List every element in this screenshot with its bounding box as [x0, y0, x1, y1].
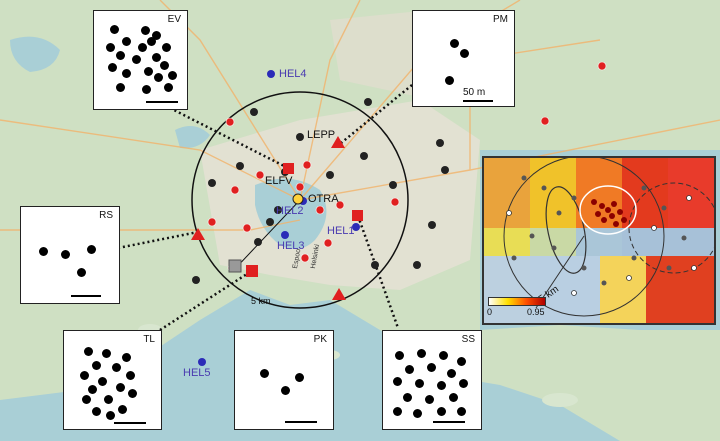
inset-tl: TL [63, 330, 162, 430]
radius-circle [191, 91, 409, 309]
inset-ss: SS [382, 330, 482, 430]
label-hel1: HEL1 [327, 225, 355, 237]
label-elfv: ELFV [265, 175, 293, 187]
heatmap-contour [545, 186, 587, 274]
label-hel4: HEL4 [279, 68, 307, 80]
heatmap-circle [503, 158, 665, 317]
inset-pm-scale-label: 50 m [463, 87, 486, 98]
lake [10, 36, 60, 72]
inset-ev-label: EV [167, 14, 181, 25]
site-triangle-pk [332, 288, 346, 300]
heatmap-overlay [503, 158, 714, 317]
leader-lines [117, 84, 413, 332]
inset-ss-scalebar [433, 421, 465, 423]
inset-pk: PK [234, 330, 334, 430]
inset-rs: RS [20, 206, 120, 304]
inset-rs-scalebar [71, 295, 101, 297]
label-hel5: HEL5 [183, 367, 211, 379]
site-triangle-rs [191, 228, 205, 240]
inset-pk-label: PK [313, 334, 327, 345]
site-square-ev [283, 163, 294, 174]
inset-pm-label: PM [493, 14, 508, 25]
label-hel3: HEL3 [277, 240, 305, 252]
inset-pk-scalebar [285, 421, 317, 423]
heatmap-dashed-circle [628, 182, 714, 274]
heatmap-colorbar [488, 297, 546, 306]
bay-water [255, 178, 327, 249]
heatmap-scale-line [535, 235, 585, 309]
inset-tl-label: TL [143, 334, 155, 345]
lake [175, 126, 210, 149]
inset-ev: EV [93, 10, 188, 110]
heatmap-grey-points [511, 175, 687, 286]
site-square-ss [352, 210, 363, 221]
inset-tl-scalebar [114, 422, 146, 424]
colorbar-max-label: 0.95 [527, 307, 545, 317]
heatmap-inset [482, 156, 716, 325]
inset-rs-label: RS [99, 210, 113, 221]
map-scale-line [231, 199, 301, 273]
inset-ss-label: SS [461, 334, 475, 345]
site-square-grey [228, 259, 242, 273]
label-lepp: LEPP [307, 129, 336, 141]
map-scale-label: 5 km [251, 296, 271, 306]
heatmap-open-points [506, 195, 697, 296]
blue-sites [198, 70, 360, 366]
inset-ev-scalebar [146, 101, 178, 103]
inset-pm: PM 50 m [412, 10, 515, 107]
site-otra-marker [292, 193, 304, 205]
colorbar-min-label: 0 [487, 307, 493, 317]
label-hel2: HEL2 [276, 205, 304, 217]
site-triangle-pm [331, 136, 345, 148]
site-square-tl [246, 265, 258, 277]
urban-area [200, 100, 480, 290]
heatmap-contour-white [579, 185, 637, 235]
label-otra: OTRA [308, 193, 339, 205]
inset-pm-scalebar [463, 100, 493, 102]
heatmap-dense-cluster [591, 199, 627, 227]
